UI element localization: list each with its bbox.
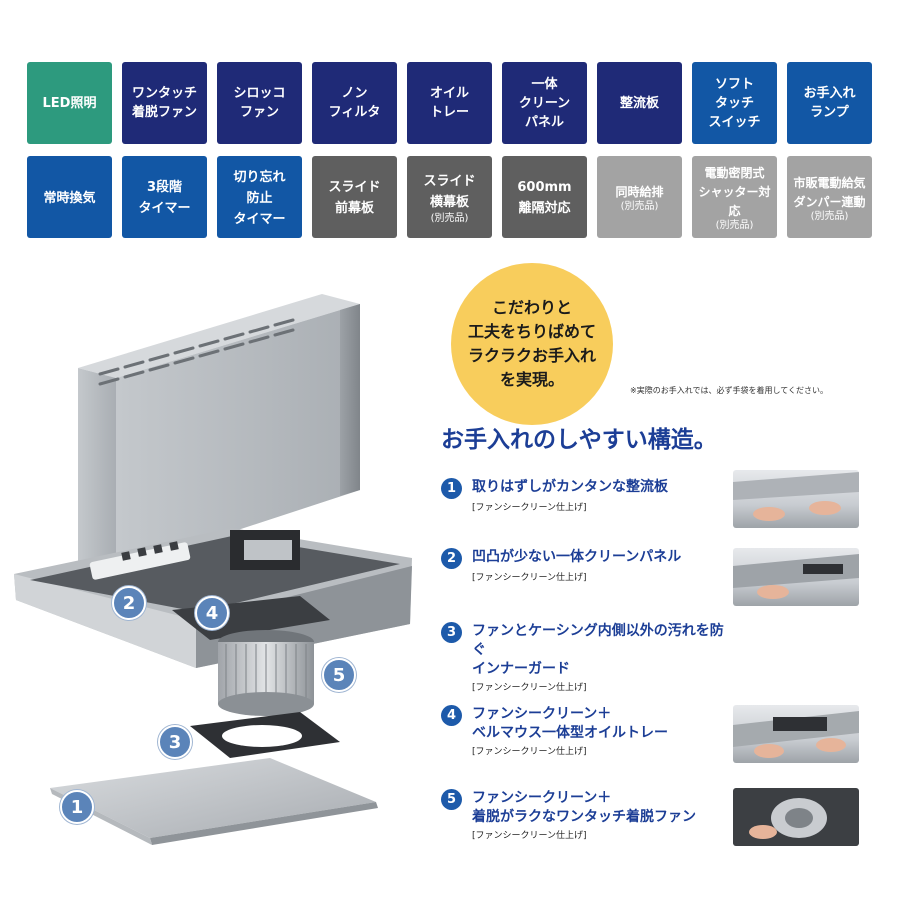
feature-tile: LED照明 (27, 62, 112, 144)
feature-tiles: LED照明 ワンタッチ 着脱ファン シロッコ ファン ノン フィルタ オイル ト… (27, 62, 873, 250)
feature-number-badge: 3 (441, 622, 462, 643)
feature-tile: 一体 クリーン パネル (502, 62, 587, 144)
photo-fan-detach (733, 788, 859, 846)
highlight-bubble: こだわりと 工夫をちりばめて ラクラクお手入れ を実現。 (451, 263, 613, 425)
callout-1: 1 (60, 790, 94, 824)
optional-part-note: (別売品) (810, 210, 849, 222)
feature-tile: お手入れ ランプ (787, 62, 872, 144)
photo-rectifier-removal (733, 470, 859, 528)
feature-title: ファンシークリーン＋ ベルマウス一体型オイルトレー (472, 706, 668, 741)
feature-title: 取りはずしがカンタンな整流板 (472, 479, 668, 495)
feature-title: 凹凸が少ない一体クリーンパネル (472, 549, 682, 565)
feature-finish-note: [ファンシークリーン仕上げ] (472, 503, 587, 513)
feature-item: 1 取りはずしがカンタンな整流板 [ファンシークリーン仕上げ] (441, 478, 731, 513)
callout-2: 2 (112, 586, 146, 620)
feature-title: ファンシークリーン＋ 着脱がラクなワンタッチ着脱ファン (472, 790, 696, 825)
feature-tile-row-1: LED照明 ワンタッチ 着脱ファン シロッコ ファン ノン フィルタ オイル ト… (27, 62, 873, 144)
photo-oil-tray (733, 705, 859, 763)
optional-part-note: (別売品) (715, 220, 754, 231)
feature-finish-note: [ファンシークリーン仕上げ] (472, 573, 587, 583)
feature-item: 4 ファンシークリーン＋ ベルマウス一体型オイルトレー [ファンシークリーン仕上げ… (441, 705, 731, 757)
feature-tile: 600mm 離隔対応 (502, 156, 587, 238)
feature-finish-note: [ファンシークリーン仕上げ] (472, 683, 587, 693)
feature-tile: ノン フィルタ (312, 62, 397, 144)
feature-tile: スライド 横幕板(別売品) (407, 156, 492, 238)
feature-tile: 常時換気 (27, 156, 112, 238)
feature-tile: ワンタッチ 着脱ファン (122, 62, 207, 144)
feature-item: 3 ファンとケーシング内側以外の汚れを防ぐ インナーガード [ファンシークリーン仕… (441, 622, 731, 693)
feature-item: 2 凹凸が少ない一体クリーンパネル [ファンシークリーン仕上げ] (441, 548, 731, 583)
glove-note: ※実際のお手入れでは、必ず手袋を着用してください。 (630, 386, 828, 395)
range-hood-exploded-diagram: 2 4 5 3 1 (0, 280, 440, 864)
section-heading: お手入れのしやすい構造。 (441, 427, 717, 453)
optional-part-note: (別売品) (430, 212, 469, 224)
feature-finish-note: [ファンシークリーン仕上げ] (472, 831, 587, 841)
callout-3: 3 (158, 725, 192, 759)
feature-tile-row-2: 常時換気 3段階 タイマー 切り忘れ 防止 タイマー スライド 前幕板 スライド… (27, 156, 873, 238)
feature-number-badge: 1 (441, 478, 462, 499)
feature-tile: シロッコ ファン (217, 62, 302, 144)
feature-tile: ソフト タッチ スイッチ (692, 62, 777, 144)
optional-part-note: (別売品) (620, 201, 659, 212)
feature-number-badge: 2 (441, 548, 462, 569)
feature-tile: 切り忘れ 防止 タイマー (217, 156, 302, 238)
feature-tile: 電動密閉式 シャッター対応(別売品) (692, 156, 777, 238)
feature-number-badge: 5 (441, 789, 462, 810)
feature-tile: 市販電動給気 ダンパー連動(別売品) (787, 156, 872, 238)
photo-clean-panel (733, 548, 859, 606)
feature-tile: 整流板 (597, 62, 682, 144)
callout-4: 4 (195, 596, 229, 630)
feature-tile: 同時給排(別売品) (597, 156, 682, 238)
feature-tile: 3段階 タイマー (122, 156, 207, 238)
feature-finish-note: [ファンシークリーン仕上げ] (472, 747, 587, 757)
feature-tile: スライド 前幕板 (312, 156, 397, 238)
range-hood-illustration (14, 294, 412, 845)
feature-number-badge: 4 (441, 705, 462, 726)
callout-5: 5 (322, 658, 356, 692)
feature-title: ファンとケーシング内側以外の汚れを防ぐ インナーガード (472, 623, 724, 677)
feature-tile: オイル トレー (407, 62, 492, 144)
feature-item: 5 ファンシークリーン＋ 着脱がラクなワンタッチ着脱ファン [ファンシークリーン仕… (441, 789, 731, 841)
